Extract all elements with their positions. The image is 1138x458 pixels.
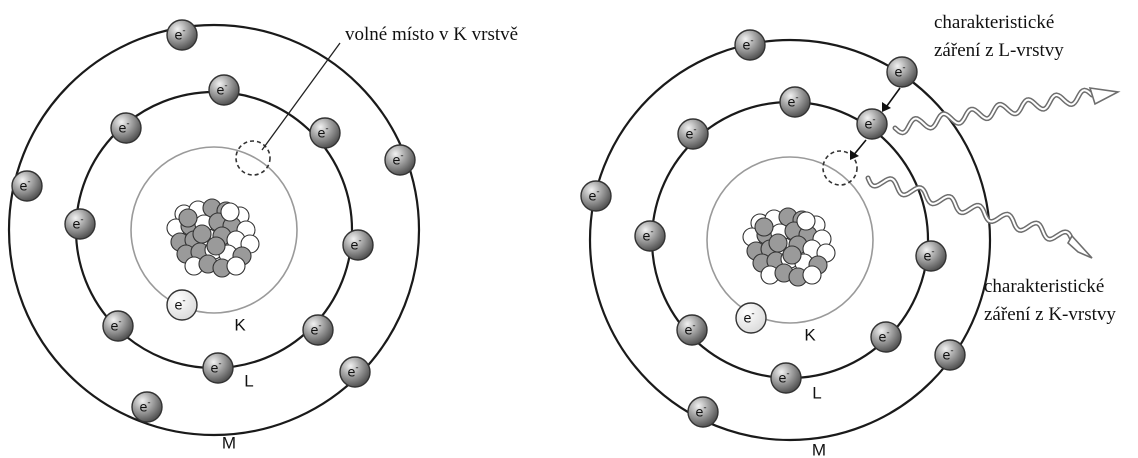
left-nucleon <box>192 224 212 244</box>
svg-text:e-: e- <box>743 309 754 327</box>
left-shell-M <box>7 23 421 437</box>
radiation-K-arrowhead <box>1066 234 1093 259</box>
right-annotation-L-line1: charakteristické <box>934 12 1054 33</box>
right-electron-L: e- <box>870 321 902 353</box>
right-nucleon <box>802 265 822 285</box>
svg-text:e-: e- <box>685 125 696 143</box>
left-shell-K <box>130 146 298 314</box>
left-electron-L: e- <box>208 74 240 106</box>
right-annotation-L-line2: záření z L-vrstvy <box>934 40 1064 61</box>
right-electron-M: e- <box>580 180 612 212</box>
right-annotation-K-line2: záření z K-vrstvy <box>984 304 1116 325</box>
svg-text:e-: e- <box>310 321 321 339</box>
svg-text:e-: e- <box>19 177 30 195</box>
right-electron-M: e- <box>687 396 719 428</box>
svg-text:e-: e- <box>878 328 889 346</box>
svg-text:e-: e- <box>118 119 129 137</box>
svg-text:e-: e- <box>778 369 789 387</box>
right-nucleus <box>742 207 836 287</box>
left-label-K: K <box>234 316 246 335</box>
left-nucleon <box>220 202 240 222</box>
left-annotation-leader <box>261 42 341 151</box>
left-nucleon <box>178 208 198 228</box>
left-electron-L: e- <box>342 229 374 261</box>
right-electron-M: e- <box>734 29 766 61</box>
left-electron-L: e- <box>102 310 134 342</box>
svg-text:e-: e- <box>347 363 358 381</box>
svg-text:e-: e- <box>350 236 361 254</box>
right-label-K: K <box>804 326 816 345</box>
radiation-L-arrowhead <box>1088 87 1121 106</box>
left-electron-M: e- <box>166 19 198 51</box>
left-electron-M: e- <box>339 356 371 388</box>
right-electron-M: e- <box>934 339 966 371</box>
svg-text:e-: e- <box>695 403 706 421</box>
svg-text:e-: e- <box>742 36 753 54</box>
left-electron-L: e- <box>110 112 142 144</box>
left-annotation-vacancy: volné místo v K vrstvě <box>345 24 518 45</box>
svg-text:e-: e- <box>942 346 953 364</box>
right-atom: e-e-e-e-e-e-e-e-e-e-e-e-e-e- K L M chara… <box>580 12 1121 458</box>
left-electron-L: e- <box>202 352 234 384</box>
right-vacancy <box>822 150 858 186</box>
svg-text:e-: e- <box>588 187 599 205</box>
left-vacancy <box>235 140 271 176</box>
svg-text:e-: e- <box>110 317 121 335</box>
radiation-L-wave <box>892 87 1121 136</box>
svg-text:e-: e- <box>642 227 653 245</box>
svg-text:e-: e- <box>392 151 403 169</box>
right-electron-L: e- <box>915 240 947 272</box>
left-electron-K: e- <box>166 289 198 321</box>
right-electron-K: e- <box>735 302 767 334</box>
left-electron-M: e- <box>11 170 43 202</box>
left-electron-L: e- <box>309 117 341 149</box>
right-label-M: M <box>812 441 826 458</box>
right-electron-M: e- <box>886 56 918 88</box>
right-nucleon <box>768 233 788 253</box>
arrow-M-to-L-head <box>882 102 891 112</box>
right-label-L: L <box>812 384 821 403</box>
left-electron-L: e- <box>64 208 96 240</box>
svg-text:e-: e- <box>923 247 934 265</box>
left-nucleus <box>166 198 260 278</box>
left-electrons: e-e-e-e-e-e-e-e-e-e-e-e-e-e- <box>11 19 416 423</box>
left-atom: e-e-e-e-e-e-e-e-e-e-e-e-e-e- K L M volné… <box>7 19 518 453</box>
right-nucleon <box>782 245 802 265</box>
svg-text:e-: e- <box>139 398 150 416</box>
right-annotation-K-line1: charakteristické <box>984 276 1104 297</box>
svg-text:e-: e- <box>72 215 83 233</box>
svg-text:e-: e- <box>684 321 695 339</box>
right-electrons: e-e-e-e-e-e-e-e-e-e-e-e-e-e- <box>580 29 966 428</box>
left-label-L: L <box>244 372 253 391</box>
svg-text:e-: e- <box>864 115 875 133</box>
left-electron-L: e- <box>302 314 334 346</box>
right-electron-L: e- <box>634 220 666 252</box>
left-electron-M: e- <box>131 391 163 423</box>
radiation-K-wave <box>865 175 1093 259</box>
right-electron-L: e- <box>677 118 709 150</box>
right-electron-L: e- <box>779 86 811 118</box>
svg-text:e-: e- <box>216 81 227 99</box>
right-nucleon <box>754 217 774 237</box>
right-shell-K <box>706 156 874 324</box>
right-electron-L: e- <box>676 314 708 346</box>
svg-text:e-: e- <box>174 296 185 314</box>
svg-text:e-: e- <box>787 93 798 111</box>
right-nucleon <box>796 211 816 231</box>
svg-text:e-: e- <box>317 124 328 142</box>
left-electron-M: e- <box>384 144 416 176</box>
svg-text:e-: e- <box>174 26 185 44</box>
left-label-M: M <box>222 434 236 453</box>
right-shell-M <box>588 38 992 442</box>
left-nucleon <box>206 236 226 256</box>
svg-text:e-: e- <box>894 63 905 81</box>
right-electron-L: e- <box>856 108 888 140</box>
svg-text:e-: e- <box>210 359 221 377</box>
left-nucleon <box>226 256 246 276</box>
right-electron-L: e- <box>770 362 802 394</box>
arrow-L-to-K-head <box>850 150 859 160</box>
